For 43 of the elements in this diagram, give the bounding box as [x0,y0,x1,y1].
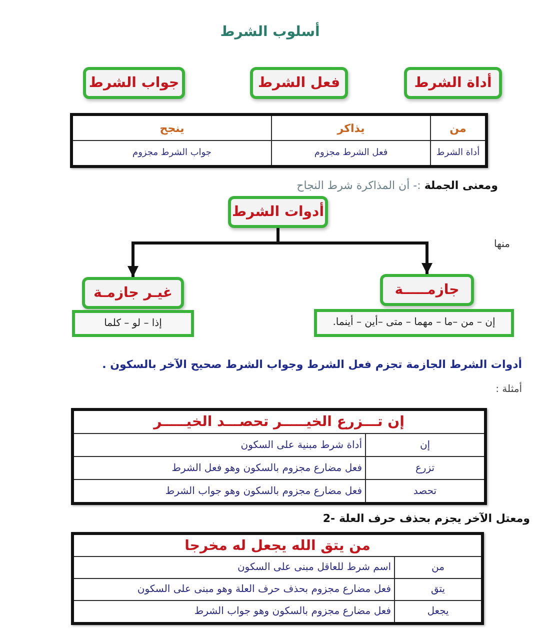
example-word: تحصد [366,480,484,502]
example-word: يتق [395,579,481,600]
list-box [314,309,514,337]
page-title: أسلوب الشرط [219,24,321,40]
analysis-text: فعل مضارع مجزوم بالسكون وهو جواب الشرط [74,601,394,622]
example-word: تزرع [366,457,484,479]
term-label: أداة الشرط [414,74,492,92]
analysis-text: فعل مضارع مجزوم بالسكون وهو جواب الشرط [74,480,365,502]
term-box [83,67,185,99]
example-word: يجعل [395,601,481,622]
example-word: يذاكر [272,116,430,140]
rule-text: أدوات الشرط الجازمة تجزم فعل الشرط وجواب الشرط صحيح الآخر بالسكون . [102,358,522,372]
example-word: ينجح [73,116,271,140]
term-box [82,277,184,309]
particle-list: إن – من –ما – مهما – متى –أين – أينما. [332,317,496,329]
side-note: منها [494,238,510,251]
analysis-text: فعل مضارع مجزوم بالسكون وهو فعل الشرط [74,457,365,479]
term-box [404,67,502,99]
example-word: من [395,557,481,578]
analysis-text: أداة شرط مبنية على السكون [74,434,365,456]
example-sentence: من يتق الله يجعل له مخرجا [74,535,481,556]
term-label: فعل الشرط [258,74,340,92]
arrow [128,228,280,277]
rule-text: 2- ومعتل الآخر يجزم بحذف حرف العلة [322,512,530,526]
examples-heading: أمثلة : [496,383,522,396]
grammar-term: فعل الشرط مجزوم [272,141,430,165]
term-label: جازمـــــة [394,282,460,298]
term-label: غيـر جازمـة [94,284,172,302]
term-label: أدوات الشرط [232,204,324,220]
term-box [228,196,328,228]
term-label: جواب الشرط [88,74,180,92]
term-box [250,67,348,99]
grammar-term: أداة الشرط [431,141,485,165]
example-word: إن [366,434,484,456]
example-word: من [431,116,485,140]
list-box [72,310,194,337]
example-sentence: إن تـــزرع الخيـــــر تحصـــد الخيـــــر [74,411,484,433]
grammar-term: جواب الشرط مجزوم [73,141,271,165]
particle-list: إذا – لو – كلما [104,318,162,330]
term-box [380,274,474,306]
analysis-text: اسم شرط للعاقل مبنى على السكون [74,557,394,578]
analysis-text: فعل مضارع مجزوم بحذف حرف العلة وهو مبنى على السكون [74,579,394,600]
explanation-text: ومعنى الجملة :- أن المذاكرة شرط النجاح [296,179,498,194]
